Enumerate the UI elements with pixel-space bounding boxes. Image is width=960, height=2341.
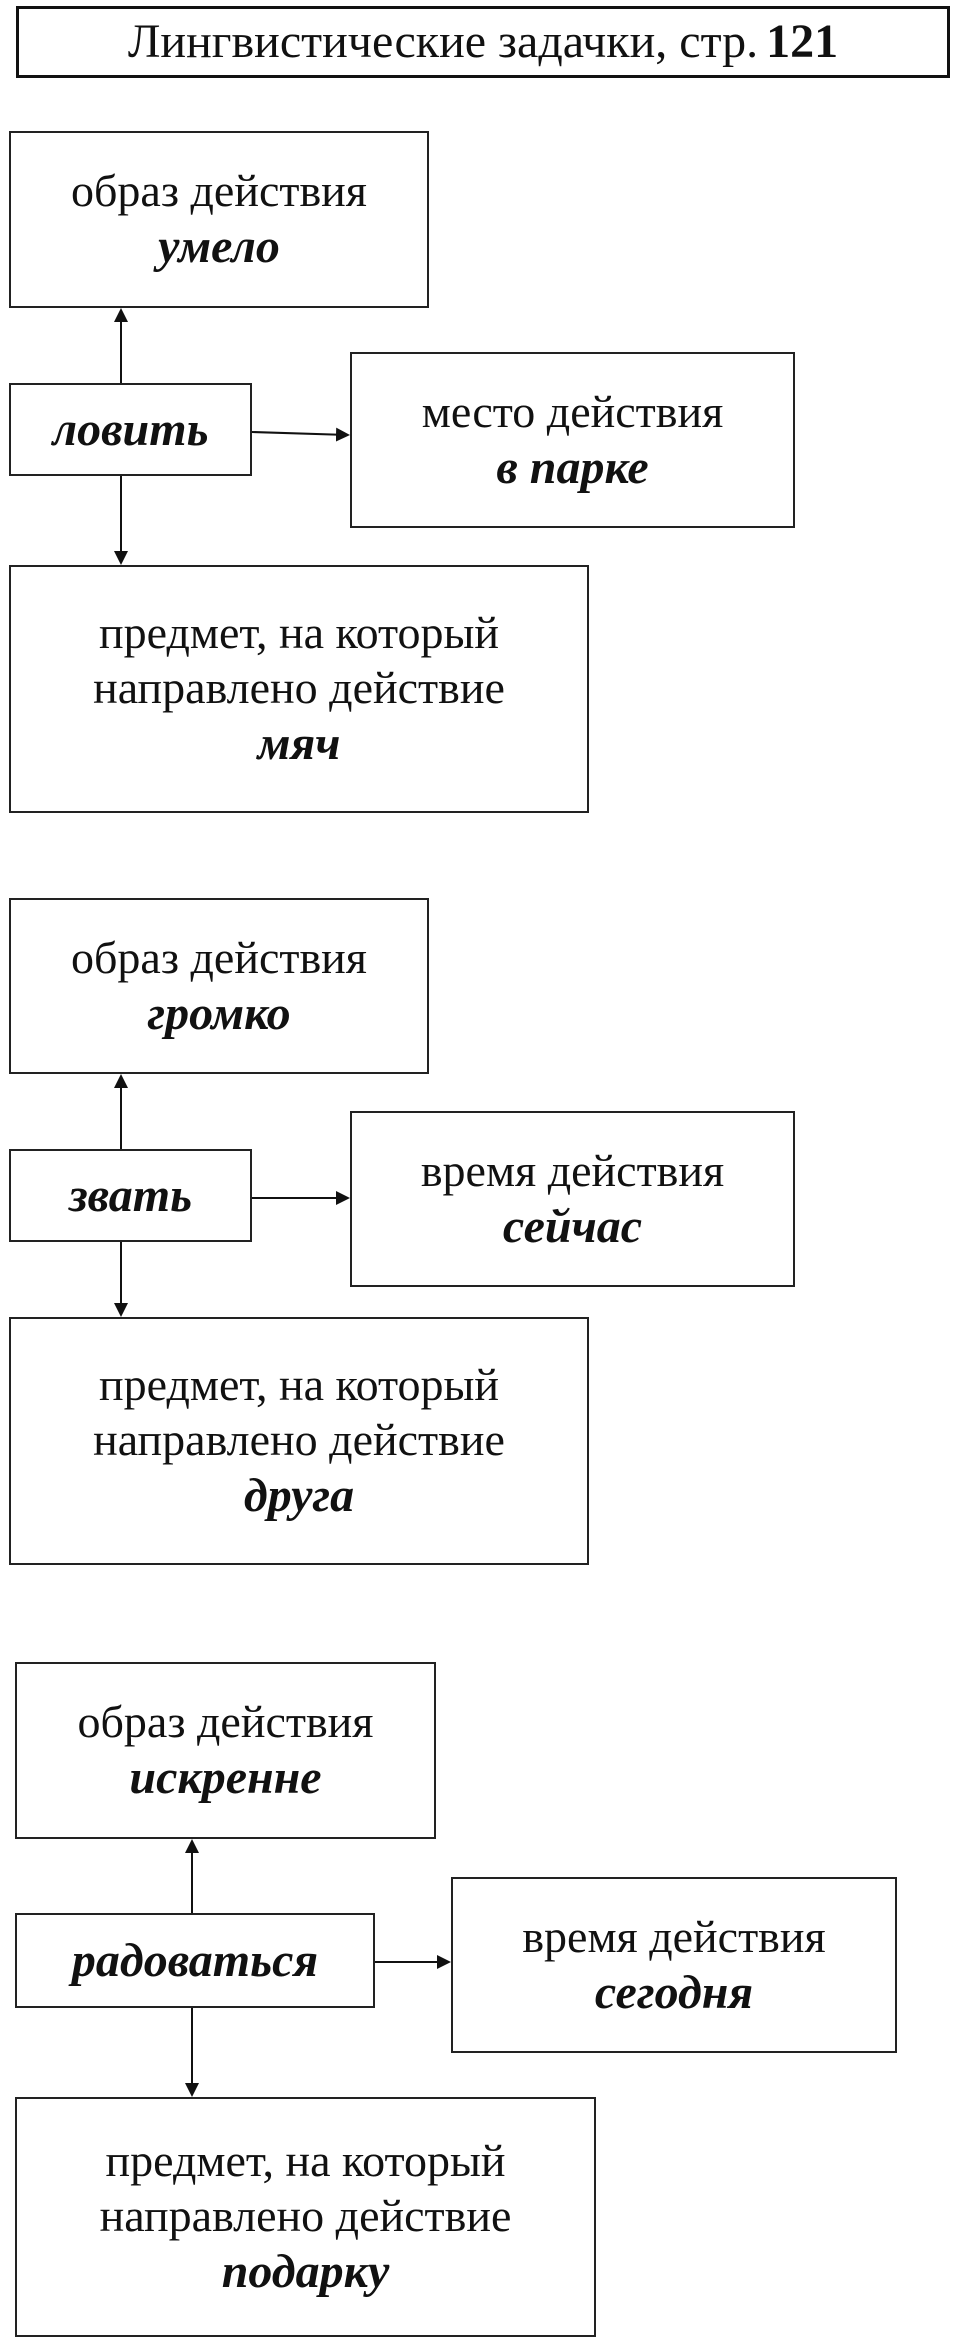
circumstance-box-3: время действия сегодня	[451, 1877, 897, 2053]
circumstance-box-1: место действия в парке	[350, 352, 795, 528]
circumstance-value: сейчас	[502, 1199, 643, 1253]
object-label-line1: предмет, на который	[99, 1359, 499, 1411]
manner-label: образ действия	[71, 165, 367, 217]
manner-box-2: образ действия громко	[9, 898, 429, 1074]
page-number: 121	[766, 15, 839, 69]
arrow-to-circumstance-1	[251, 427, 350, 442]
object-box-3: предмет, на который направлено действие …	[15, 2097, 596, 2337]
object-value: мяч	[257, 717, 341, 771]
verb-box-1: ловить	[9, 383, 252, 476]
circumstance-label: время действия	[522, 1910, 826, 1962]
manner-box-3: образ действия искренне	[15, 1662, 436, 1839]
object-box-1: предмет, на который направлено действие …	[9, 565, 589, 813]
verb-box-2: звать	[9, 1149, 252, 1242]
object-label-line1: предмет, на который	[99, 607, 499, 659]
title-text: Лингвистические задачки, стр.	[127, 15, 759, 69]
object-box-2: предмет, на который направлено действие …	[9, 1317, 589, 1565]
manner-value: громко	[147, 986, 291, 1040]
circumstance-value: сегодня	[594, 1965, 754, 2019]
manner-value: умело	[158, 220, 280, 274]
circumstance-label: место действия	[421, 385, 724, 437]
object-label-line2: направлено действие	[99, 2190, 512, 2242]
circumstance-box-2: время действия сейчас	[350, 1111, 795, 1287]
circumstance-value: в парке	[496, 440, 649, 494]
page-title: Лингвистические задачки, стр.121	[128, 13, 838, 71]
object-value: подарку	[221, 2245, 390, 2299]
object-label-line1: предмет, на который	[105, 2135, 506, 2187]
manner-label: образ действия	[71, 931, 367, 983]
manner-box-1: образ действия умело	[9, 131, 429, 308]
page-title-box: Лингвистические задачки, стр.121	[16, 6, 950, 78]
manner-value: искренне	[129, 1751, 322, 1805]
object-label-line2: направлено действие	[93, 662, 505, 714]
verb-text: звать	[68, 1168, 193, 1222]
object-label-line2: направлено действие	[93, 1414, 505, 1466]
verb-text: радоваться	[71, 1933, 319, 1987]
verb-box-3: радоваться	[15, 1913, 375, 2008]
object-value: друга	[243, 1469, 355, 1523]
manner-label: образ действия	[77, 1696, 374, 1748]
verb-text: ловить	[52, 402, 209, 456]
circumstance-label: время действия	[420, 1144, 725, 1196]
